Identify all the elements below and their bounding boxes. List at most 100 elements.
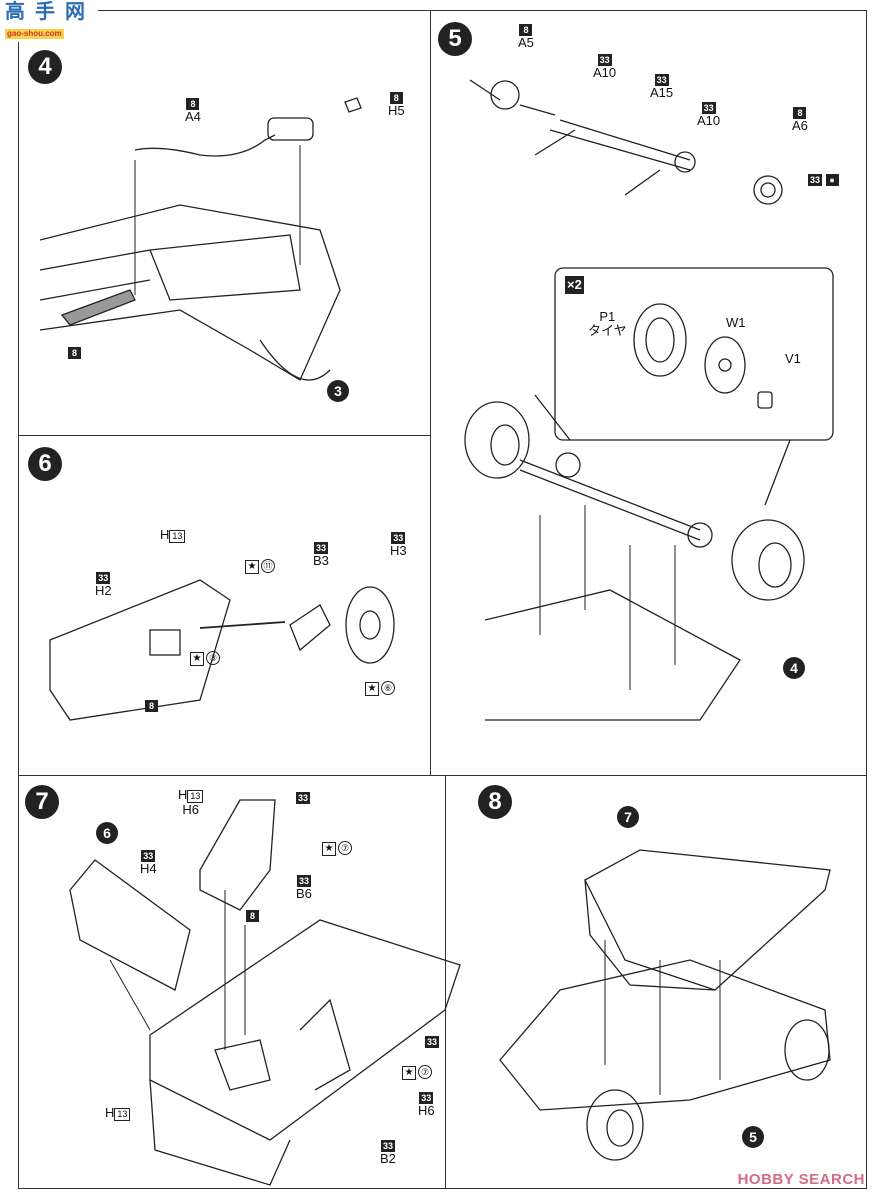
paint-code: 33 <box>313 542 328 554</box>
multiplier-badge: ×2 <box>565 276 584 294</box>
star-icon: ★ <box>190 652 204 666</box>
part-id: H6 <box>418 1103 435 1118</box>
paint-code: 8 <box>519 24 533 36</box>
step-ref: 7 <box>617 806 639 828</box>
decal-marker: ★③ <box>190 650 220 666</box>
decal-number: ⑦ <box>338 841 352 855</box>
part-id: H6 <box>182 802 200 817</box>
site-url: gao-shou.com <box>5 29 64 39</box>
part-id: P1 <box>599 309 616 324</box>
decal-number: ⑥ <box>381 681 395 695</box>
part-id: B2 <box>380 1151 396 1166</box>
paint-code: 13 <box>169 530 186 543</box>
paint-code-label: 33 ● <box>808 172 839 186</box>
part-id: B6 <box>296 886 312 901</box>
part-id: B3 <box>313 553 329 568</box>
paint-code: 33 <box>425 1036 440 1048</box>
step-number: 7 <box>25 785 59 819</box>
part-id: V1 <box>785 351 801 366</box>
paint-code: 33 <box>296 792 311 804</box>
multiplier: ×2 <box>565 276 584 294</box>
step-number: 4 <box>28 50 62 84</box>
part-id: H5 <box>388 103 405 118</box>
step4-exhaust <box>134 97 362 295</box>
step-ref: 6 <box>96 822 118 844</box>
part-id: A4 <box>185 109 201 124</box>
panel-step-8 <box>445 775 867 1189</box>
site-logo: 高手网 gao-shou.com <box>2 0 98 42</box>
step-ref: 4 <box>783 657 805 679</box>
paint-code: 8 <box>246 910 259 922</box>
footer-logo: HOBBY SEARCH <box>737 1171 865 1188</box>
paint-code: 33 <box>296 875 311 887</box>
star-icon: ★ <box>402 1066 416 1080</box>
paint-code: 33 <box>701 102 716 114</box>
paint-code: 8 <box>389 92 403 104</box>
step-number: 5 <box>438 22 472 56</box>
paint-code: 33 <box>96 572 111 584</box>
part-id: A10 <box>593 65 617 80</box>
star-icon: ★ <box>322 842 336 856</box>
site-logo-text: 高手网 <box>5 1 95 23</box>
paint-code-label: 33 <box>425 1034 440 1048</box>
star-icon: ★ <box>245 560 259 574</box>
paint-code-label: 8 <box>68 345 81 359</box>
step-ref: 5 <box>742 1126 764 1148</box>
paint-code: 8 <box>145 700 158 712</box>
step5-assembly <box>464 401 805 721</box>
step-ref: 3 <box>327 380 349 402</box>
paint-code: 8 <box>186 98 200 110</box>
two-tone-icon: ● <box>825 174 839 186</box>
paint-code-label: 33 <box>296 790 311 804</box>
decal-number: ⑪ <box>261 559 275 573</box>
part-id: H2 <box>95 583 112 598</box>
paint-code: 33 <box>654 74 669 86</box>
paint-code: 8 <box>68 347 81 359</box>
paint-code-label: 8 <box>145 698 158 712</box>
step4-chassis <box>39 204 341 381</box>
step6-dashboard <box>49 579 395 721</box>
paint-code: 33 <box>391 532 406 544</box>
decal-marker: ★⑦ <box>322 840 352 856</box>
step-number: 6 <box>28 447 62 481</box>
paint-code: 33 <box>141 850 156 862</box>
paint-code: 33 <box>808 174 823 186</box>
step5-inset-box <box>534 267 834 506</box>
paint-code: 13 <box>114 1108 131 1121</box>
part-id: H3 <box>390 543 407 558</box>
step8-car <box>499 849 831 1161</box>
paint-code: 8 <box>793 107 807 119</box>
part-id: A15 <box>650 85 674 100</box>
decal-marker: ★⑪ <box>245 558 275 574</box>
step5-axle <box>469 79 783 205</box>
decal-marker: ★⑥ <box>365 680 395 696</box>
step7-interior-tub <box>69 799 461 1186</box>
star-icon: ★ <box>365 682 379 696</box>
paint-code-label: 8 <box>246 908 259 922</box>
part-name: タイヤ <box>588 323 627 338</box>
part-id: A10 <box>697 113 721 128</box>
step-number: 8 <box>478 785 512 819</box>
decal-marker: ★⑦ <box>402 1064 432 1080</box>
part-label-w1: W1 <box>726 316 746 330</box>
decal-number: ③ <box>206 651 220 665</box>
paint-code: 33 <box>597 54 612 66</box>
part-label-v1: V1 <box>785 352 801 366</box>
part-id: A6 <box>792 118 808 133</box>
